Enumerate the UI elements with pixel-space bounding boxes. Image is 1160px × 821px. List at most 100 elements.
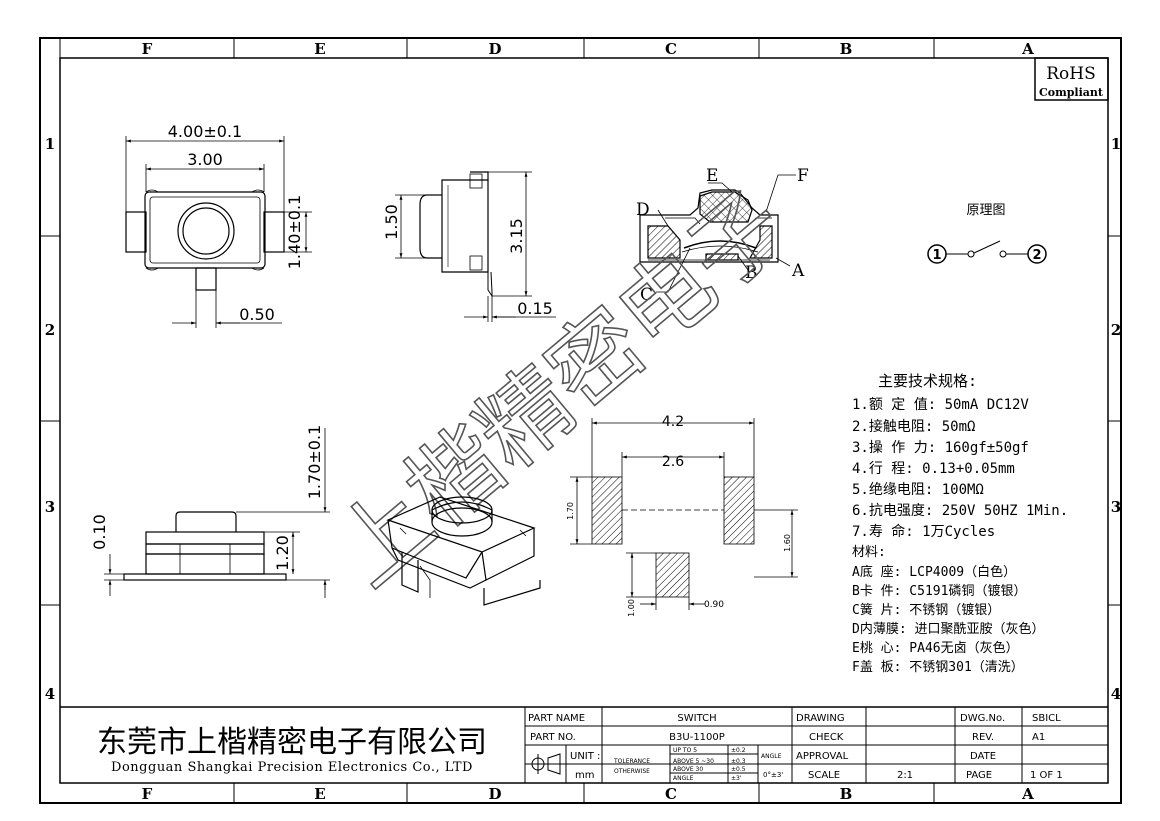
zone-row-left: 4 <box>45 685 55 703</box>
callout-a: A <box>791 261 805 281</box>
spec-item: 1.额 定 值: 50mA DC12V <box>852 397 1029 413</box>
rev-label: REV. <box>972 732 994 743</box>
dim-inner-width: 2.6 <box>662 454 684 470</box>
section-view <box>639 174 796 293</box>
callout-b: B <box>745 263 758 283</box>
callout-c: C <box>640 285 653 305</box>
dim-overall-width: 4.00±0.1 <box>168 122 242 141</box>
rohs-badge: RoHS Compliant <box>1034 57 1109 101</box>
material-item: A底 座: LCP4009（白色） <box>852 564 1016 580</box>
part-name-value: SWITCH <box>677 713 716 724</box>
drawing-label: DRAWING <box>796 713 845 724</box>
zone-row-left: 3 <box>45 498 55 516</box>
approval-label: APPROVAL <box>796 751 849 762</box>
angle-label: ANGLE <box>761 753 782 760</box>
zone-labels: F E D C B A F E D C B A 1 2 3 4 1 2 3 4 <box>45 40 1121 803</box>
dim-small-pad-height: 1.00 <box>627 599 636 617</box>
zone-col-bottom: C <box>665 785 677 803</box>
zone-col-bottom: D <box>488 785 501 803</box>
angle-row-label: ANGLE <box>673 775 694 782</box>
material-item: C簧 片: 不锈钢（镀银） <box>852 602 1000 618</box>
spec-item: 5.绝缘电阻: 100MΩ <box>852 482 984 498</box>
zone-col-top: F <box>142 40 153 58</box>
spec-item: 7.寿 命: 1万Cycles <box>852 523 995 540</box>
top-view-dims: 4.00±0.1 3.00 1.40±0.1 0.50 <box>168 122 304 324</box>
zone-row-right: 2 <box>1111 321 1121 339</box>
scale-value: 2:1 <box>897 770 913 781</box>
side-view-dims: 1.50 3.15 0.15 <box>382 204 553 318</box>
page-value: 1 OF 1 <box>1030 770 1063 781</box>
zone-col-top: D <box>488 40 501 58</box>
otherwise-label: OTHERWISE <box>614 768 650 775</box>
dim-height: 1.40±0.1 <box>285 195 304 269</box>
zone-col-bottom: A <box>1021 785 1034 803</box>
pad-dims: 4.2 2.6 1.70 1.60 1.00 0.90 <box>566 414 792 617</box>
material-item: B卡 件: C5191磷铜（镀银） <box>852 583 1026 599</box>
schematic-pin1: 1 <box>932 248 941 263</box>
rev-value: A1 <box>1032 732 1045 743</box>
section-callouts: E F D C B A <box>636 166 809 305</box>
zone-row-right: 1 <box>1111 135 1121 153</box>
dim-terminal-width: 0.50 <box>239 305 275 324</box>
zone-col-bottom: F <box>142 785 153 803</box>
pad-layout <box>570 418 798 610</box>
unit-label: UNIT : <box>570 751 600 762</box>
schematic-pin2: 2 <box>1032 248 1041 263</box>
tol-range: ABOVE 5 ~30 <box>673 758 714 765</box>
callout-f: F <box>797 166 809 186</box>
isometric-view <box>386 496 541 606</box>
title-block-text: 东莞市上楷精密电子有限公司 Dongguan Shangkai Precisio… <box>97 713 1063 782</box>
dim-base-height: 0.10 <box>90 514 109 550</box>
zone-col-bottom: B <box>840 785 853 803</box>
page-label: PAGE <box>966 770 992 781</box>
zone-col-top: B <box>840 40 853 58</box>
zone-col-top: C <box>665 40 677 58</box>
dwg-no-value: SBICL <box>1032 713 1061 724</box>
dim-inner-width: 3.00 <box>187 150 223 169</box>
dim-outer-width: 4.2 <box>662 414 684 430</box>
tol-value: ±0.3 <box>731 758 746 765</box>
company-name-en: Dongguan Shangkai Precision Electronics … <box>111 760 473 775</box>
tol-range: ABOVE 30 <box>673 766 703 773</box>
dim-pad-height: 1.70 <box>566 502 575 520</box>
top-view <box>125 136 312 328</box>
spec-item: 6.抗电强度: 250V 50HZ 1Min. <box>852 503 1068 519</box>
spec-item: 4.行 程: 0.13+0.05mm <box>852 461 1015 477</box>
zone-row-left: 2 <box>45 321 55 339</box>
schematic: 原理图 1 2 <box>927 203 1047 264</box>
dim-small-pad-width: 0.90 <box>704 600 724 610</box>
title-block <box>60 706 1108 783</box>
spec-item: 3.操 作 力: 160gf±50gf <box>852 440 1029 456</box>
dim-body-height: 1.20 <box>273 535 292 571</box>
dwg-no-label: DWG.No. <box>960 713 1005 724</box>
schematic-title: 原理图 <box>966 203 1005 218</box>
callout-e: E <box>706 166 718 186</box>
company-name-cn: 东莞市上楷精密电子有限公司 <box>97 725 487 760</box>
spec-list: 主要技术规格: 1.额 定 值: 50mA DC12V 2.接触电阻: 50mΩ… <box>852 372 1068 675</box>
material-item: E桃 心: PA46无卤（灰色） <box>852 640 1019 656</box>
material-item: D内薄膜: 进口聚酰亚胺（灰色） <box>852 621 1044 637</box>
rohs-label: RoHS <box>1046 64 1096 84</box>
angle-value: 0°±3' <box>763 771 783 779</box>
front-view <box>104 428 330 598</box>
dim-overall-height: 1.70±0.1 <box>305 425 324 499</box>
dim-body-height: 1.50 <box>382 204 401 240</box>
drawing-frame <box>39 37 1122 804</box>
tolerance-label: TOLERANCE <box>613 758 650 765</box>
spec-item: 2.接触电阻: 50mΩ <box>852 418 975 435</box>
part-name-label: PART NAME <box>528 713 585 724</box>
angle-row-value: ±3' <box>731 775 742 782</box>
tol-range: UP TO 5 <box>673 747 697 754</box>
material-item: F盖 板: 不锈钢301（清洗） <box>852 660 1024 675</box>
spec-heading: 主要技术规格: <box>878 372 977 390</box>
date-label: DATE <box>970 751 996 762</box>
zone-row-left: 1 <box>45 135 55 153</box>
check-label: CHECK <box>809 732 844 743</box>
side-view <box>395 171 556 322</box>
dim-thickness: 0.15 <box>517 299 553 318</box>
tol-value: ±0.5 <box>731 766 746 773</box>
front-view-dims: 1.70±0.1 1.20 0.10 <box>90 425 324 571</box>
unit-value: mm <box>575 770 594 781</box>
part-no-label: PART NO. <box>530 732 576 743</box>
